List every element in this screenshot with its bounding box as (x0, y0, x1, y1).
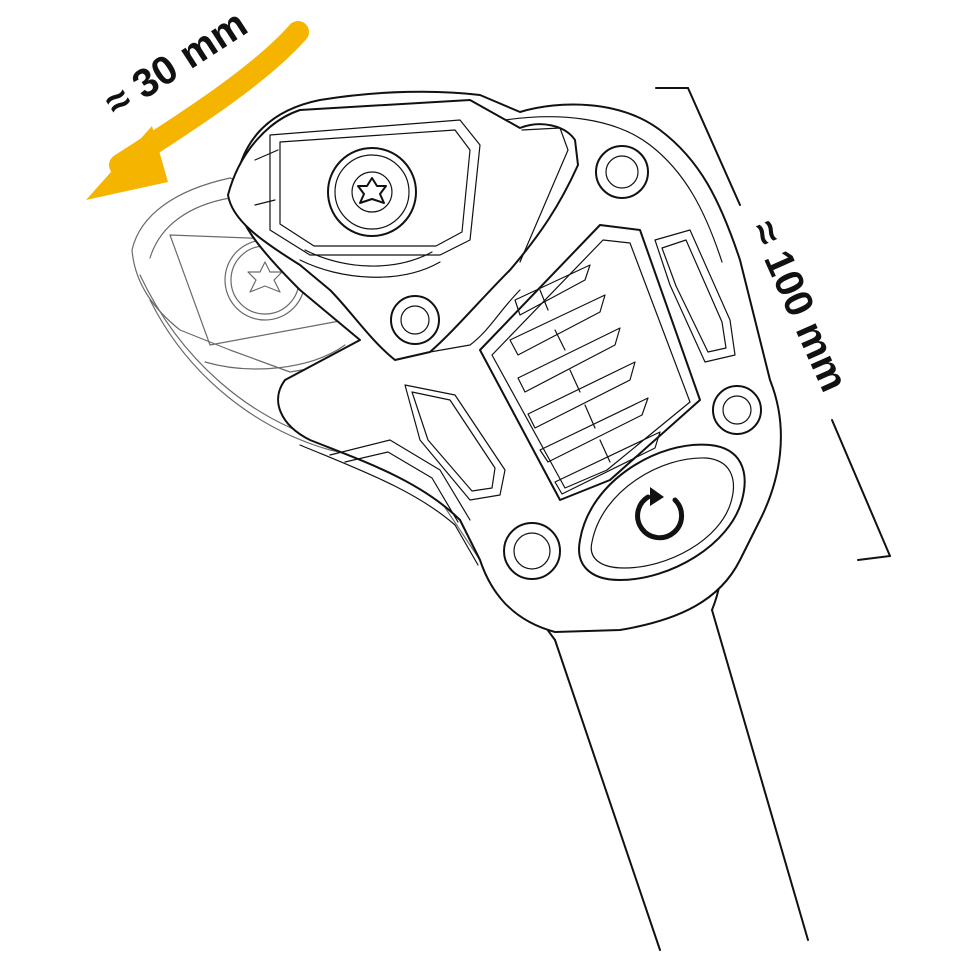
teeth-channel (479, 224, 701, 501)
lock-indicator (578, 443, 746, 581)
rivet-bottom (503, 522, 561, 580)
length-dimension (655, 87, 891, 561)
teeth (509, 264, 661, 495)
cam-lever (227, 99, 579, 361)
torx-screw-icon (327, 147, 417, 237)
arrow-head-icon (86, 126, 168, 200)
circular-arrow-icon (635, 487, 685, 541)
rotation-label: ≈ 30 mm (97, 2, 255, 126)
rivet-center (390, 295, 440, 345)
rotation-arrow (86, 21, 309, 200)
rivet-right (712, 385, 762, 435)
rivet-top-right (595, 145, 649, 199)
